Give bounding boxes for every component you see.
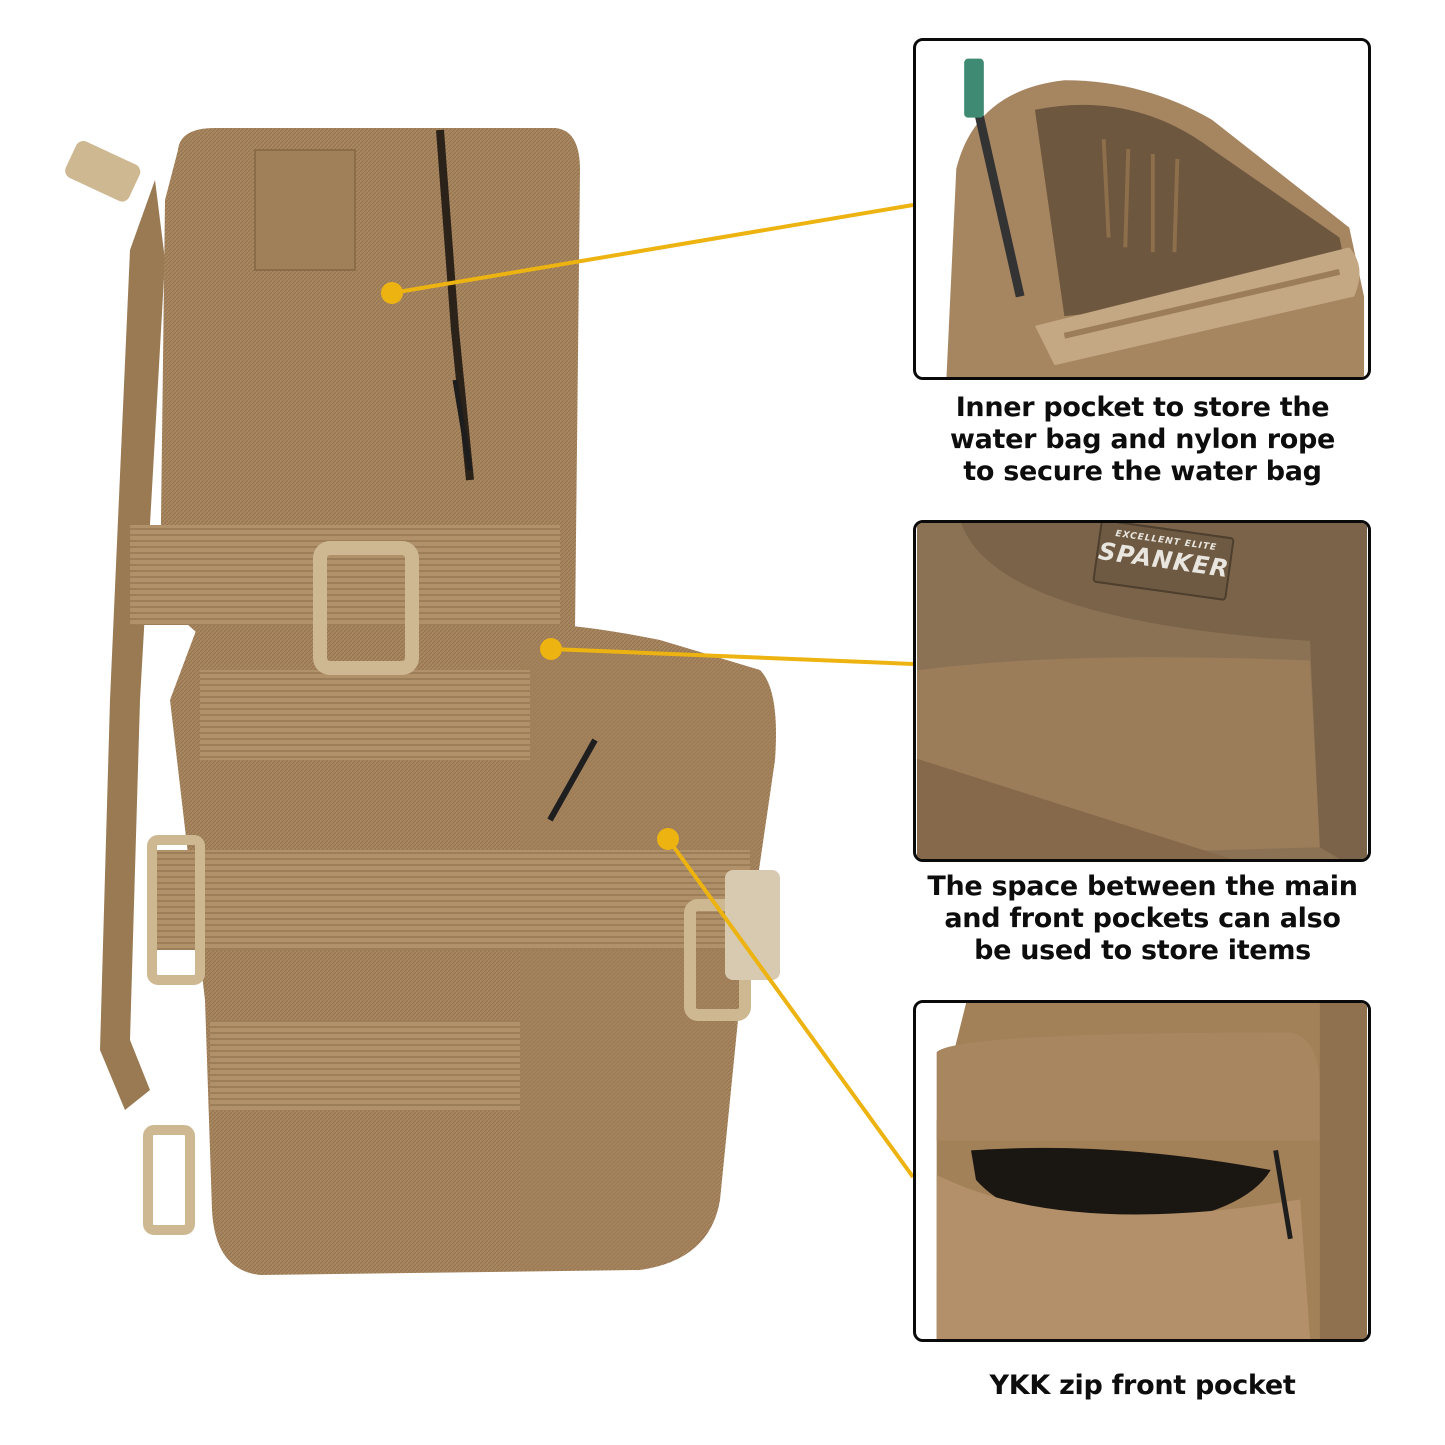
main-product-image [65,128,780,1275]
caption-inner-pocket: Inner pocket to store the water bag and … [895,392,1390,488]
caption-line: to secure the water bag [963,456,1322,487]
detail-panel-front-pocket [913,1000,1371,1342]
detail-panel-between-pockets: EXCELLENT ELITE SPANKER [913,520,1371,862]
detail-panel-inner-pocket [913,38,1371,380]
inner-pocket-photo [917,41,1367,377]
caption-line: water bag and nylon rope [949,424,1336,455]
caption-line: Inner pocket to store the [955,392,1330,423]
between-pockets-photo [917,523,1367,859]
caption-front-pocket: YKK zip front pocket [895,1370,1390,1402]
front-pocket-photo [917,1003,1367,1339]
caption-line: The space between the main [927,871,1358,902]
caption-line: YKK zip front pocket [989,1370,1296,1401]
caption-line: and front pockets can also [944,903,1341,934]
caption-line: be used to store items [974,935,1311,966]
caption-between-pockets: The space between the main and front poc… [895,871,1390,967]
